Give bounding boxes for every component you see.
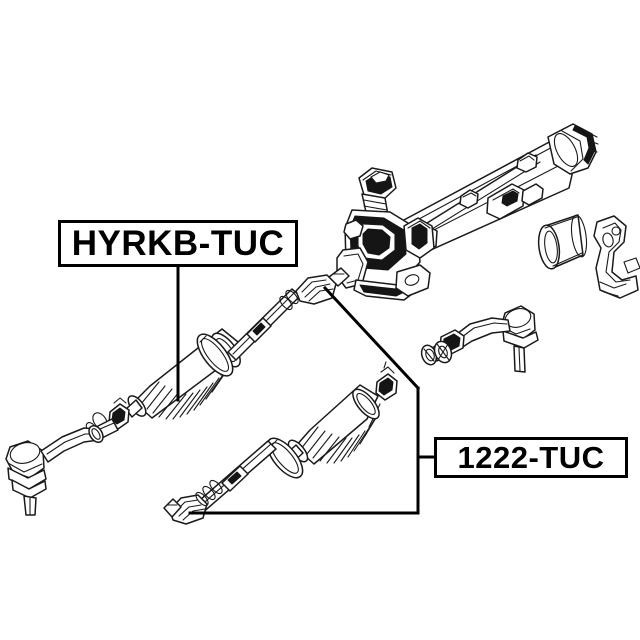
tie-rod-lock-nut (433, 340, 453, 364)
callout-hyrkb-tuc-label: HYRKB-TUC (71, 223, 285, 263)
rack-mount-bushing (537, 214, 588, 270)
rack-housing-tube (370, 123, 599, 266)
boot-clamp-large-upper (196, 333, 234, 377)
inner-tie-rod-upper (227, 267, 350, 361)
inner-tie-rod-lower (163, 440, 277, 525)
outer-tie-rod-end-right (420, 305, 539, 373)
callout-1222-tuc-label: 1222-TUC (457, 439, 605, 475)
rack-mount-bracket (593, 215, 640, 299)
callout-1222-tuc[interactable]: 1222-TUC (434, 437, 628, 478)
outer-tie-rod-end-left (5, 418, 119, 516)
bellows-boot-lower (285, 384, 381, 465)
callout-hyrkb-tuc[interactable]: HYRKB-TUC (58, 220, 298, 267)
boot-clamp-small-lower (375, 361, 398, 401)
leader-line-1222 (188, 285, 436, 515)
valve-body-pinion-housing (336, 167, 435, 301)
